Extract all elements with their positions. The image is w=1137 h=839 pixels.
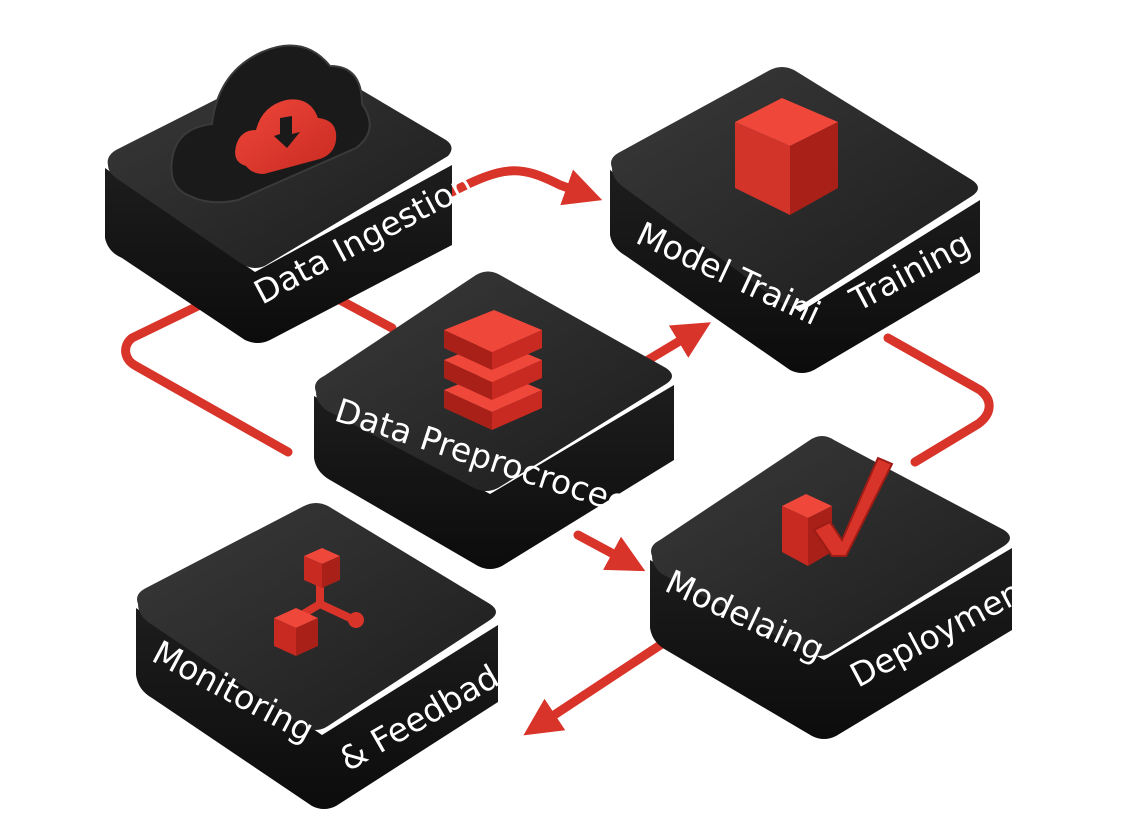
cloud-download-icon xyxy=(170,44,371,204)
stage-data-preprocessing: Data Preprocrocecessing xyxy=(314,271,732,569)
connector-ingestion-loop xyxy=(121,300,293,457)
connector-ingestion-to-preprocessing xyxy=(335,295,397,333)
block-side xyxy=(136,608,498,809)
connector-deployment-to-monitoring xyxy=(523,627,685,736)
connector-ingestion-to-training xyxy=(447,166,603,206)
stage-model-deployment: Modelaing Deployment xyxy=(650,436,1040,739)
block-top xyxy=(137,503,496,730)
connector-preprocessing-to-deployment xyxy=(573,530,646,572)
connectors xyxy=(121,166,994,736)
cube-icon xyxy=(735,98,838,215)
block-side xyxy=(105,165,452,343)
stage-model-training: Model Traini Training xyxy=(610,67,980,373)
connector-preprocessing-to-training xyxy=(643,322,711,365)
connector-training-to-deployment xyxy=(883,333,994,467)
block-side xyxy=(314,385,674,569)
block-side xyxy=(610,170,980,373)
network-nodes-icon xyxy=(274,548,364,656)
stacked-layers-icon xyxy=(444,310,542,430)
stage-data-ingestion: Data Ingestion xyxy=(105,44,479,343)
checkmark-icon xyxy=(782,456,894,566)
block-side xyxy=(650,548,1012,739)
